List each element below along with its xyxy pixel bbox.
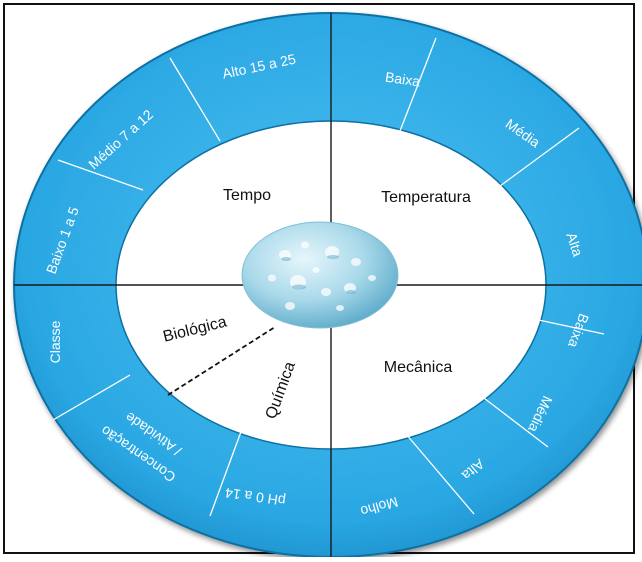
quadrant-label-tempo: Tempo — [223, 187, 271, 204]
ring-label-quim-classe: Classe — [47, 320, 63, 363]
quadrant-label-temperatura: Temperatura — [381, 189, 471, 206]
quadrant-label-mecanica: Mecânica — [384, 359, 453, 376]
water-drops-icon — [242, 222, 398, 328]
